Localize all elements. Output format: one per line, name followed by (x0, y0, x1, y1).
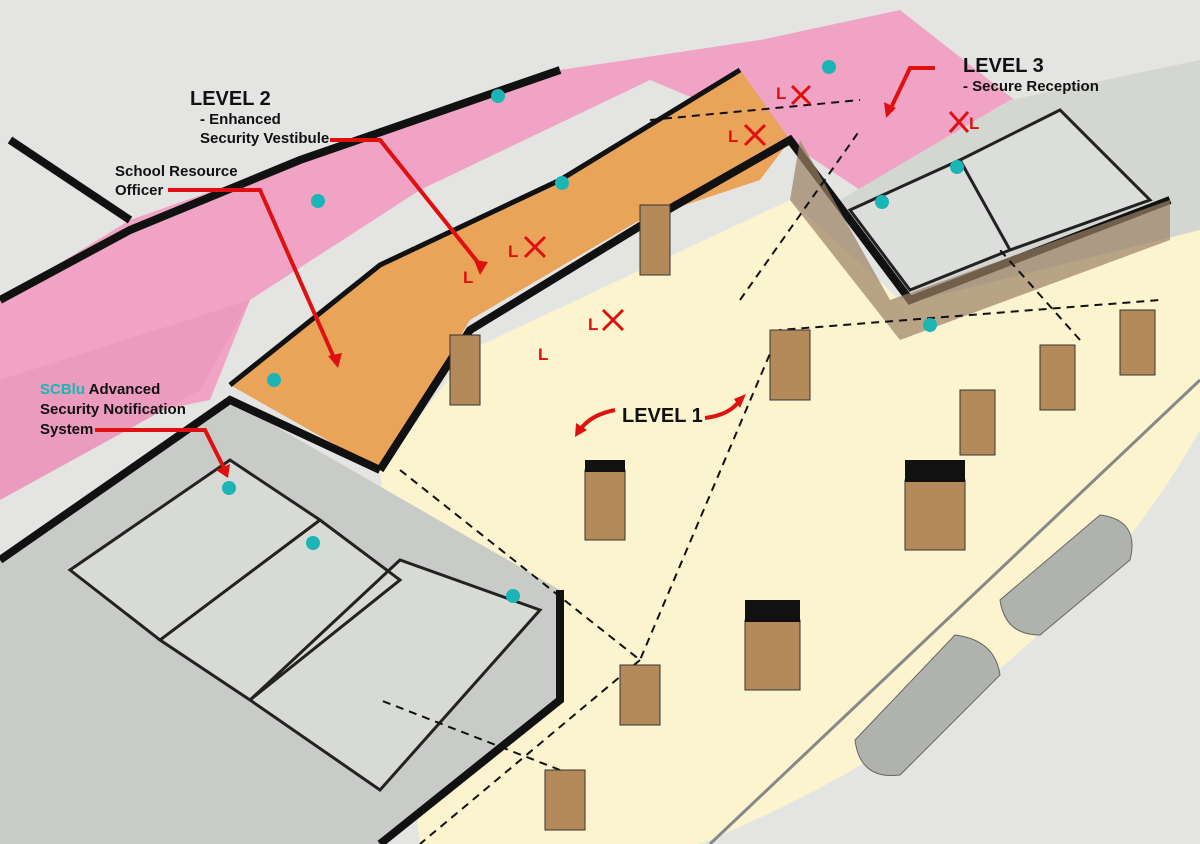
level2-subtitle-1: - Enhanced (200, 111, 281, 128)
lock-marker: L (538, 345, 549, 364)
cars (854, 514, 1133, 777)
level1-title: LEVEL 1 (622, 405, 703, 427)
lock-marker: L (508, 242, 519, 261)
lock-marker: L (728, 127, 739, 146)
scblu-brand: SCBlu (40, 381, 85, 398)
lock-marker: L (588, 315, 599, 334)
lock-marker: L (969, 114, 980, 133)
scblu-text-1: Advanced (88, 381, 161, 398)
level3-subtitle: - Secure Reception (963, 78, 1099, 95)
security-vestibule (230, 70, 790, 470)
notification-dots (222, 60, 964, 603)
sro-label-2: Officer (115, 182, 164, 199)
lock-marker: L (463, 268, 474, 287)
pillars (449, 204, 1156, 831)
scblu-label-1: SCBlu Advanced (40, 380, 160, 399)
lock-marker: L (776, 84, 787, 103)
level3-title: LEVEL 3 (963, 55, 1044, 77)
scblu-label-3: System (40, 421, 94, 438)
scblu-label-2: Security Notification (40, 401, 186, 418)
level2-subtitle-2: Security Vestibule (200, 130, 330, 147)
lock-x-markers (523, 84, 970, 332)
level2-title: LEVEL 2 (190, 88, 271, 110)
courtyard-level1 (380, 200, 1200, 844)
sro-label-1: School Resource (115, 163, 238, 180)
camera-sightlines (379, 99, 1161, 844)
